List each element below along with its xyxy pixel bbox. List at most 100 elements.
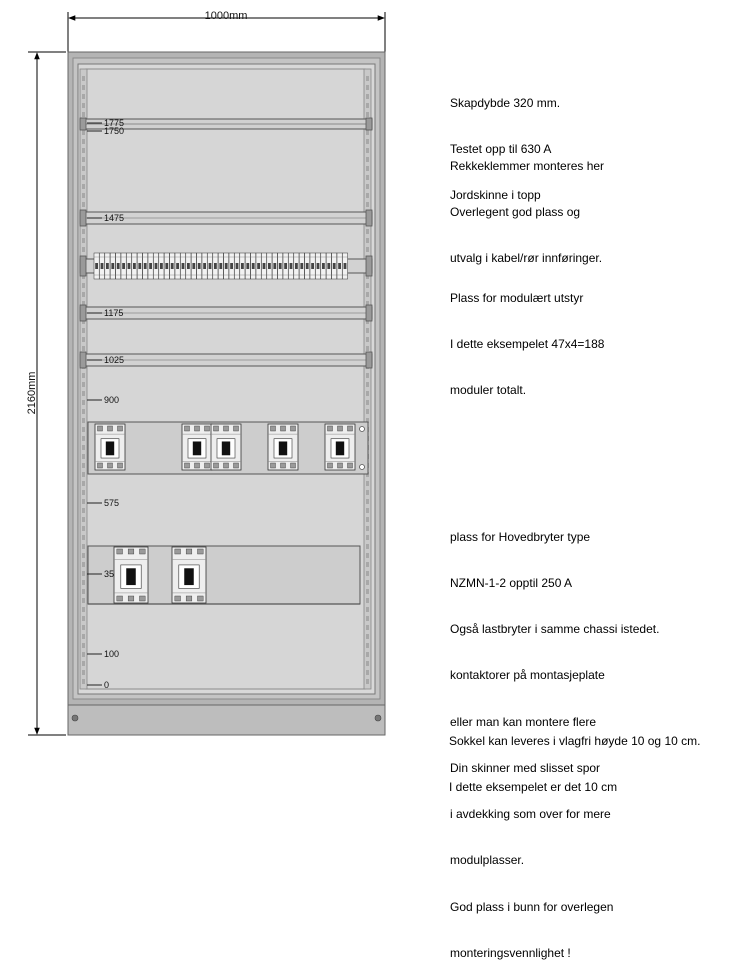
upright-slot: [366, 328, 369, 333]
upright-slot: [82, 409, 85, 414]
height-dimension: 2160mm: [26, 51, 66, 736]
cabinet-info-note: Skapdybde 320 mm. Testet opp til 630 A J…: [450, 65, 560, 219]
upright-slot: [82, 679, 85, 684]
scale-mark: 575: [87, 498, 119, 508]
modular-device: [266, 252, 273, 280]
modular-device: [163, 252, 170, 280]
upright-slot: [82, 112, 85, 117]
scale-mark-label: 1025: [104, 355, 124, 365]
scale-mark-label: 1775: [104, 118, 124, 128]
modular-device: [93, 252, 100, 280]
right-upright: [363, 68, 372, 690]
upright-slot: [366, 319, 369, 324]
scale-mark: 1175: [87, 308, 123, 318]
upright-slot: [82, 292, 85, 297]
modular-device: [331, 252, 338, 280]
scale-mark: 900: [87, 395, 119, 405]
upright-slot: [82, 607, 85, 612]
upright-slot: [82, 139, 85, 144]
upright-slot: [366, 130, 369, 135]
modular-device: [142, 252, 149, 280]
upright-slot: [82, 274, 85, 279]
modular-device: [293, 252, 300, 280]
scale-mark-label: 1175: [104, 308, 123, 318]
upright-slots: [82, 76, 369, 684]
upright-slot: [82, 625, 85, 630]
circuit-breaker: [267, 423, 299, 471]
upright-slot: [82, 328, 85, 333]
scale-mark: 1775: [87, 118, 124, 128]
upright-slot: [82, 589, 85, 594]
upright-slot: [366, 607, 369, 612]
modular-device: [271, 252, 278, 280]
upright-slot: [82, 319, 85, 324]
upright-slot: [82, 535, 85, 540]
modular-device: [234, 252, 240, 280]
upright-slot: [82, 481, 85, 486]
scale-mark: 100: [87, 649, 119, 659]
upright-slot: [366, 535, 369, 540]
upright-slot: [82, 553, 85, 558]
modular-device: [315, 252, 321, 280]
upright-slot: [366, 373, 369, 378]
upright-slot: [366, 562, 369, 567]
upright-slot: [366, 274, 369, 279]
modular-device: [212, 252, 219, 280]
upright-slot: [82, 436, 85, 441]
width-label: 1000mm: [205, 10, 248, 22]
upright-slot: [82, 634, 85, 639]
modular-line: moduler totalt.: [450, 383, 527, 398]
upright-slot: [366, 499, 369, 504]
upright-slot: [82, 616, 85, 621]
modular-device: [147, 252, 154, 280]
upright-slot: [366, 616, 369, 621]
upright-slot: [366, 391, 369, 396]
upright-slot: [82, 418, 85, 423]
modular-device: [185, 252, 192, 280]
modular-device: [174, 252, 181, 280]
modular-device: [126, 252, 132, 280]
modular-device: [196, 252, 203, 280]
upright-slot: [366, 157, 369, 162]
modular-device: [158, 252, 165, 280]
upright-slot: [82, 463, 85, 468]
modular-device: [320, 252, 327, 280]
circuit-breaker: [171, 546, 207, 604]
upright-slot: [366, 301, 369, 306]
modular-device: [298, 252, 305, 280]
upright-slot: [366, 85, 369, 90]
upright-slot: [366, 202, 369, 207]
main-switch-line: NZMN-1-2 opptil 250 A: [450, 576, 573, 591]
upright-slot: [82, 202, 85, 207]
upright-slot: [366, 490, 369, 495]
upright-slot: [82, 175, 85, 180]
modular-device: [109, 252, 116, 280]
upright-slot: [82, 454, 85, 459]
circuit-breaker: [210, 423, 242, 471]
upright-slot: [82, 643, 85, 648]
upright-slot: [82, 490, 85, 495]
modular-device: [228, 252, 235, 280]
upright-slot: [366, 94, 369, 99]
main-switch-line: God plass i bunn for overlegen: [450, 899, 614, 914]
upright-slot: [366, 382, 369, 387]
cabinet-diagram: 1000mm 2160mm: [26, 10, 386, 736]
upright-slot: [82, 427, 85, 432]
upright-slot: [82, 76, 85, 81]
modular-device: [201, 252, 208, 280]
modular-device: [239, 252, 246, 280]
modular-device: [282, 252, 289, 280]
upright-slot: [366, 598, 369, 603]
upright-slot: [366, 193, 369, 198]
terminals-line: Overlegent god plass og: [450, 205, 581, 220]
width-dimension: 1000mm: [67, 10, 386, 52]
upright-slot: [82, 508, 85, 513]
breaker-plate: [87, 421, 369, 475]
terminals-note: Rekkeklemmer monteres her Overlegent god…: [450, 128, 604, 282]
upright-slot: [366, 346, 369, 351]
upright-slot: [366, 571, 369, 576]
upright-slot: [366, 526, 369, 531]
upright-slot: [82, 166, 85, 171]
modular-line: Plass for modulært utstyr: [450, 290, 584, 305]
